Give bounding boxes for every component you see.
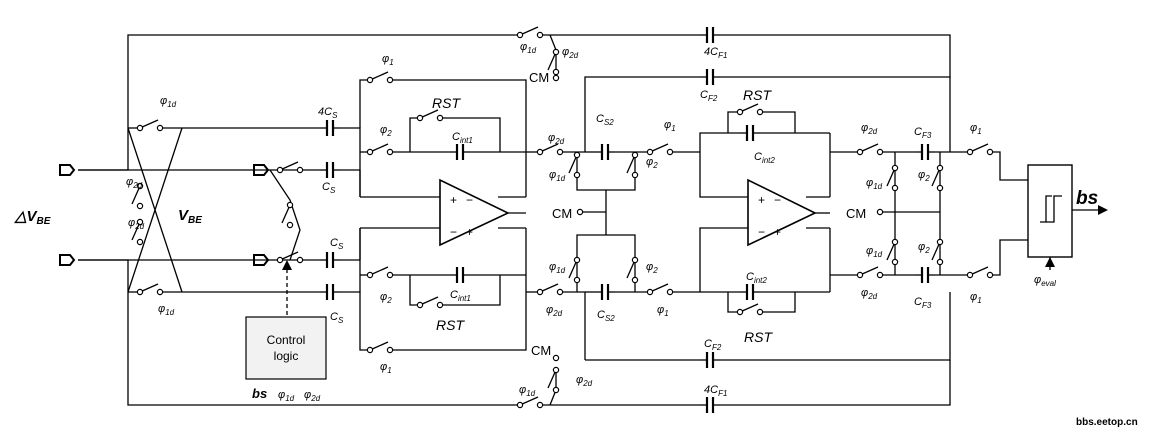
phi2d-label-c: φ2d <box>562 46 579 60</box>
cm-label-top: CM <box>529 70 549 85</box>
phi1d-label-b: φ1d <box>158 303 175 317</box>
phi2-label-e: φ2 <box>918 169 930 183</box>
control-logic-line2: logic <box>274 349 299 363</box>
phi1d-label-a: φ1d <box>160 95 177 109</box>
phi2d-label-a: φ2d <box>126 176 143 190</box>
rst-label-a: RST <box>432 95 461 111</box>
phi2d-label-g: φ2d <box>861 122 878 136</box>
phi2-label-d: φ2 <box>646 261 658 275</box>
opamp-2 <box>747 178 817 247</box>
bs-logic-label: bs <box>252 386 267 401</box>
phi2d-label-e: φ2d <box>548 132 565 146</box>
phi1d-label-g: φ1d <box>866 177 883 191</box>
phi-eval-label: φeval <box>1034 274 1056 288</box>
vbe-label: VBE <box>178 207 202 226</box>
control-arrow-icon <box>282 260 292 270</box>
rst-label-d: RST <box>744 329 773 345</box>
cm-node-top <box>552 74 560 82</box>
control-logic-box <box>245 316 327 380</box>
opamp1-plus-b: + <box>466 225 473 239</box>
cap-s2-label-b: CS2 <box>597 309 615 323</box>
eval-arrow-icon <box>1045 257 1055 267</box>
cm-label-bottom: CM <box>531 343 551 358</box>
phi2d-label-d: φ2d <box>576 374 593 388</box>
opamp2-minus-b: − <box>758 225 765 239</box>
rst-label-c: RST <box>743 87 772 103</box>
cap-f2-label-a: CF2 <box>700 89 718 103</box>
cap-4cs-label: 4CS <box>318 106 338 120</box>
logic-phi2d-label: φ2d <box>304 389 321 403</box>
watermark: bbs.eetop.cn <box>1076 417 1138 428</box>
phi2-label-f: φ2 <box>918 241 930 255</box>
delta-vbe-label: △VBE <box>13 208 51 227</box>
cap-f3-label-a: CF3 <box>914 126 932 140</box>
cap-cs-label-a: CS <box>322 181 336 195</box>
rst-label-b: RST <box>436 317 465 333</box>
phi1-label-d: φ1 <box>657 304 669 318</box>
phi2d-label-b: φ2d <box>128 217 145 231</box>
cap-s2-label-a: CS2 <box>596 113 614 127</box>
cap-f3-label-b: CF3 <box>914 296 932 310</box>
cap-int1-label-a: Cint1 <box>452 131 473 145</box>
phi1-label-b: φ1 <box>380 361 392 375</box>
phi1-label-e: φ1 <box>970 122 982 136</box>
cap-f1-label-b: 4CF1 <box>704 384 727 398</box>
opamp2-plus-b: + <box>774 225 781 239</box>
input-port-top <box>59 164 75 176</box>
opamp1-minus-b: − <box>450 225 457 239</box>
phi1-label-f: φ1 <box>970 291 982 305</box>
phi1d-label-e: φ1d <box>549 169 566 183</box>
phi2-label-a: φ2 <box>380 124 392 138</box>
cap-cs-label-c: CS <box>330 311 344 325</box>
opamp-1 <box>439 178 510 247</box>
opamp2-minus: − <box>774 193 781 207</box>
phi2-label-b: φ2 <box>380 291 392 305</box>
cap-f2-label-b: CF2 <box>704 338 722 352</box>
phi1-label-c: φ1 <box>664 119 676 133</box>
input-port-bottom <box>59 254 75 266</box>
capacitors <box>318 25 937 415</box>
cm-label-middle: CM <box>552 206 572 221</box>
cap-int2-label-b: Cint2 <box>746 271 767 285</box>
comparator-block <box>1027 164 1073 258</box>
control-logic-line1: Control <box>267 333 306 347</box>
wires <box>78 34 1108 406</box>
cap-f1-label-a: 4CF1 <box>704 46 727 60</box>
phi1-label-a: φ1 <box>382 53 394 67</box>
phi2d-label-f: φ2d <box>546 304 563 318</box>
phi1d-label-c: φ1d <box>520 41 537 55</box>
opamp1-minus: − <box>466 193 473 207</box>
phi2d-label-h: φ2d <box>861 287 878 301</box>
opamp1-plus: + <box>450 193 457 207</box>
cm-node-bottom <box>552 354 560 362</box>
phi1d-label-f: φ1d <box>549 261 566 275</box>
comparator-hysteresis-icon <box>1040 195 1052 223</box>
bs-output-label: bs <box>1076 188 1098 209</box>
cap-int1-label-b: Cint1 <box>450 289 471 303</box>
cm-node-middle <box>576 208 584 216</box>
phi1d-label-d: φ1d <box>519 384 536 398</box>
cm-label-right: CM <box>846 206 866 221</box>
cap-cs-label-b: CS <box>330 237 344 251</box>
phi2-label-c: φ2 <box>646 156 658 170</box>
phi1d-label-h: φ1d <box>866 245 883 259</box>
cap-int2-label-a: Cint2 <box>754 151 775 165</box>
logic-phi1d-label: φ1d <box>278 389 295 403</box>
cm-node-right <box>876 208 884 216</box>
opamp2-plus: + <box>758 193 765 207</box>
